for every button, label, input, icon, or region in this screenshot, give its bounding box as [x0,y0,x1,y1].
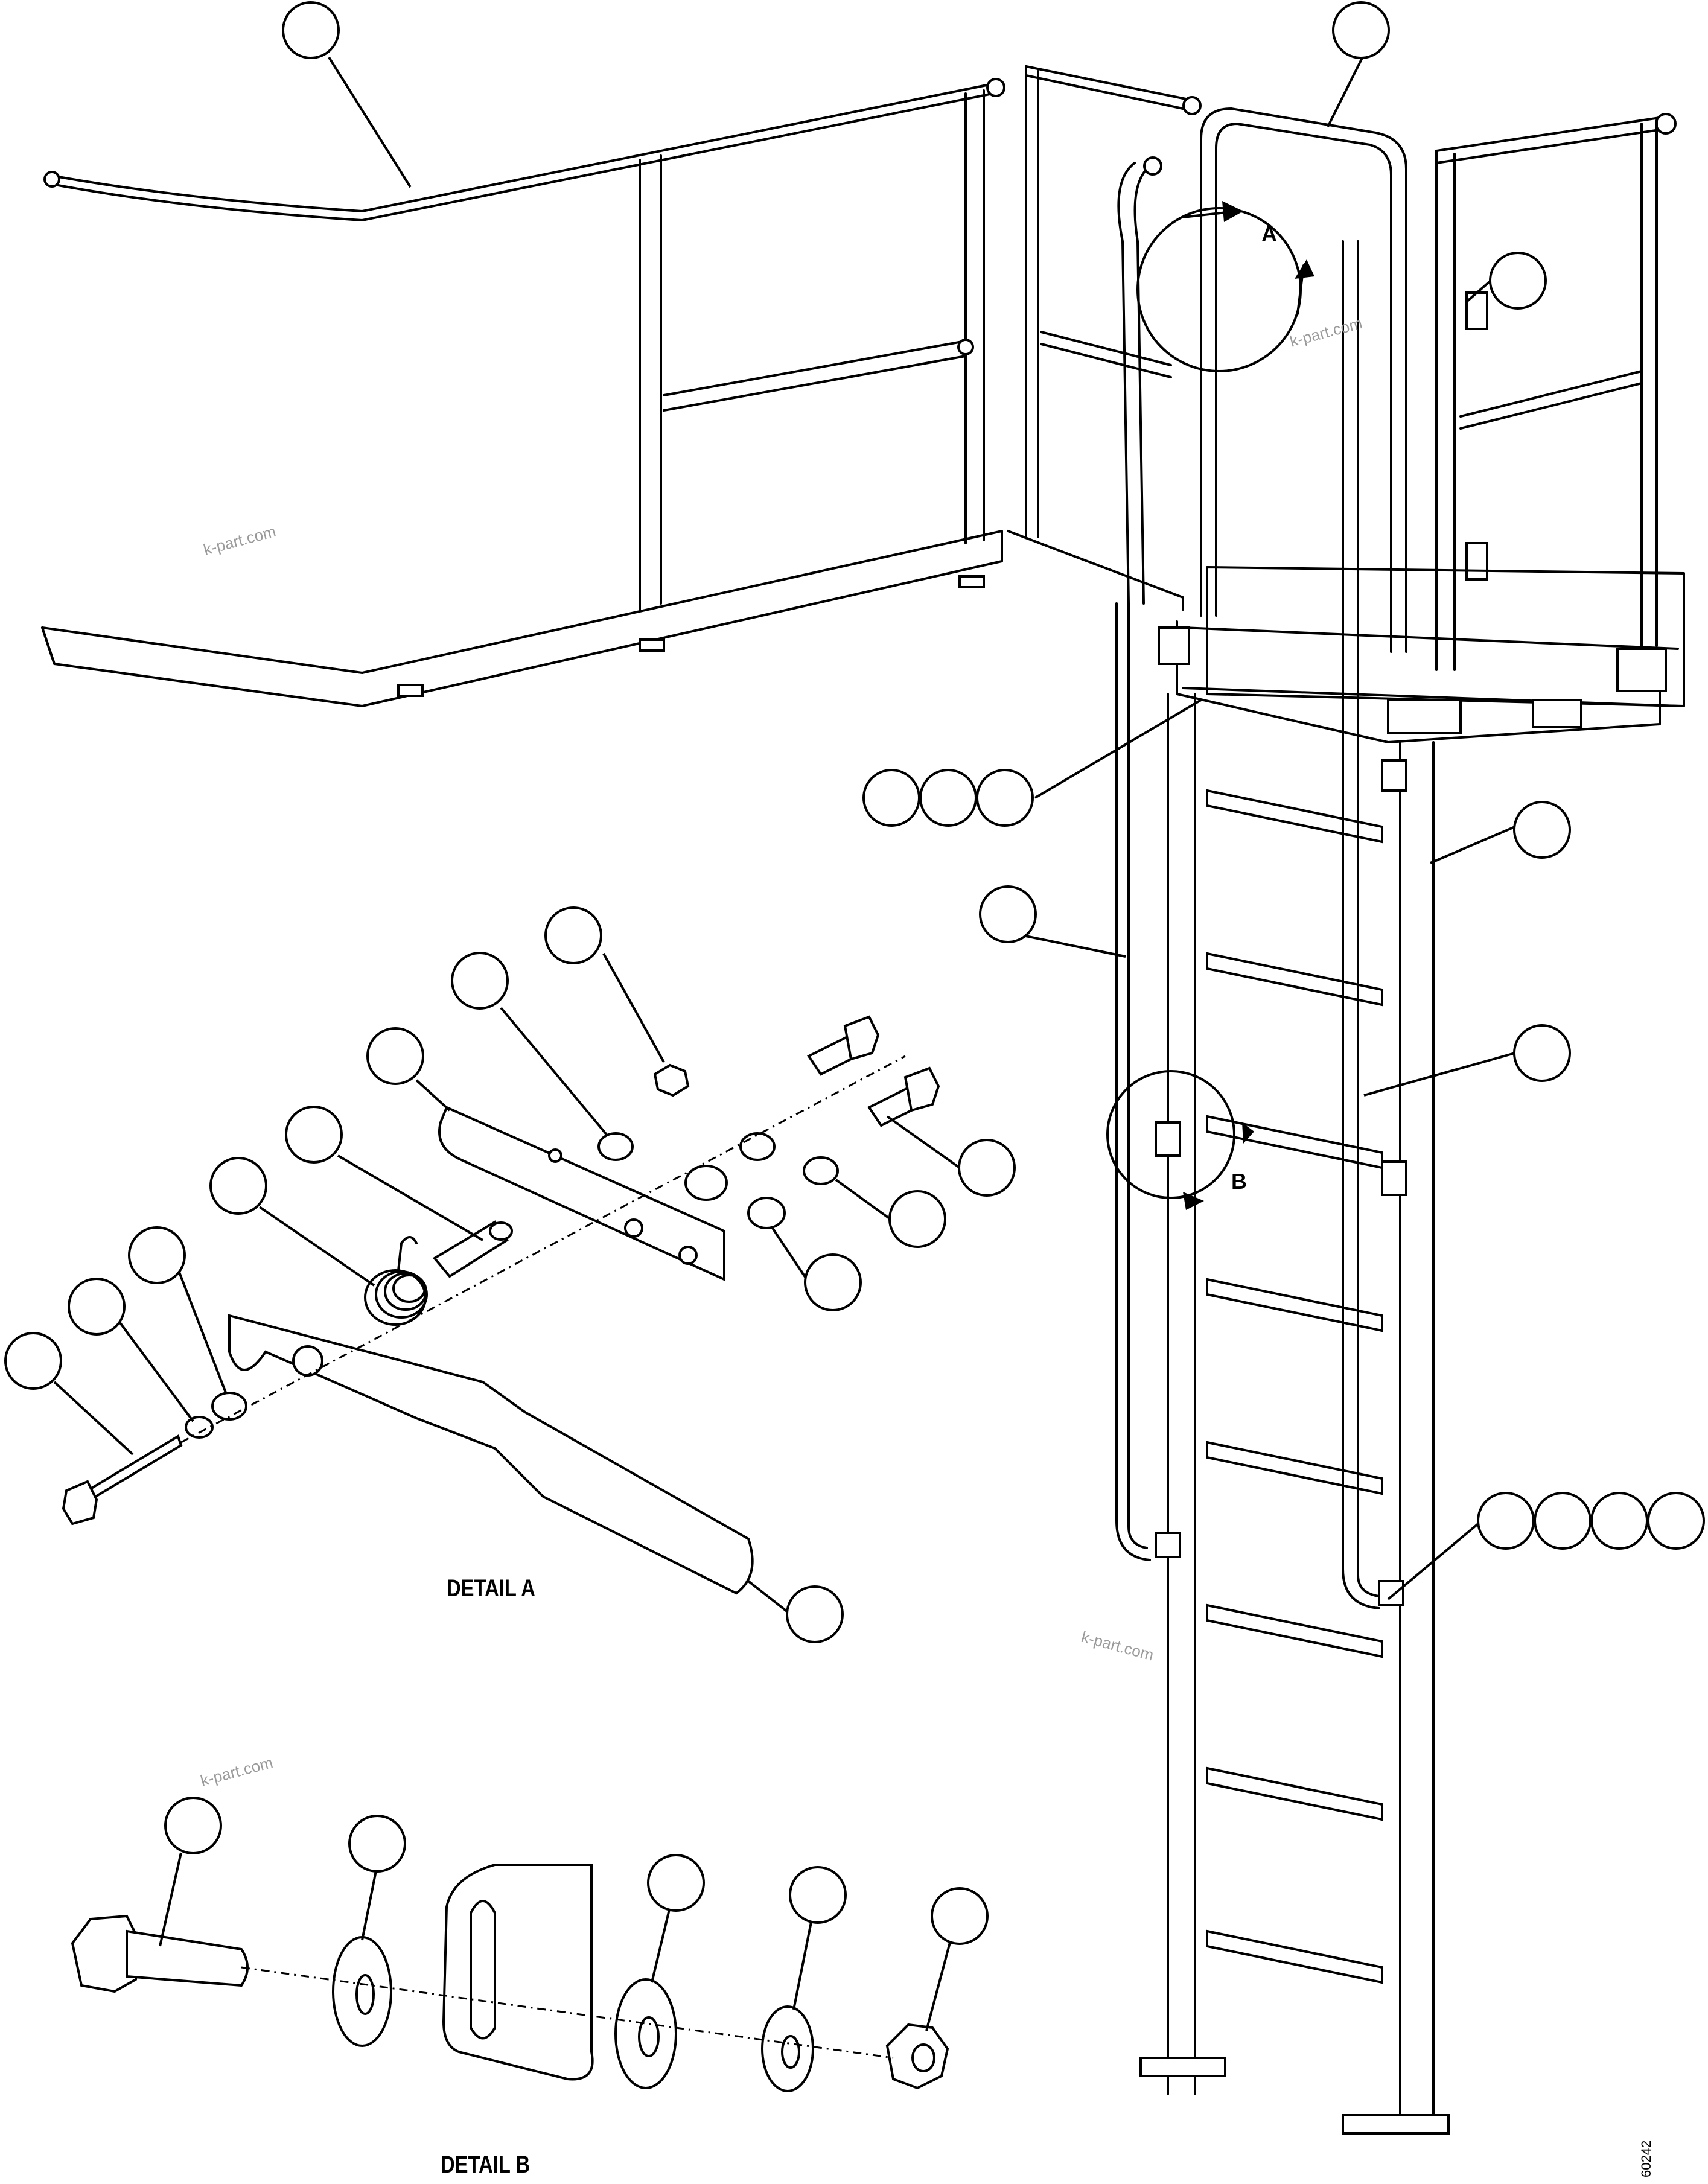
callout-balloon [1332,1,1390,59]
torsion-spring [364,1236,428,1326]
callout-balloon [348,1815,406,1873]
watermark: k-part.com [199,1753,275,1790]
callout-balloon [164,1797,222,1854]
callout-balloon [862,769,920,827]
callout-balloon [1513,801,1571,859]
detail-b-assembly [71,1864,949,2092]
callout-balloon [4,1332,62,1390]
watermark: k-part.com [1079,1628,1155,1664]
callout-balloon [958,1139,1016,1197]
ladder [1106,201,1450,2135]
callout-balloon [1513,1024,1571,1082]
callout-balloon [888,1190,946,1248]
callout-balloon [1647,1492,1705,1550]
callout-balloon [931,1887,989,1945]
callout-balloon [786,1585,844,1643]
ladder-rungs [1206,789,1383,1984]
callout-balloon [128,1226,186,1284]
view-label-a: A [1261,221,1277,246]
callout-balloon [544,906,602,964]
callout-balloon [804,1253,862,1311]
callout-balloon [366,1027,424,1085]
platform-handrail [41,78,1005,707]
callout-balloons [4,1,1705,2031]
view-label-b: B [1231,1169,1247,1194]
callout-balloon [979,885,1037,943]
detail-a-label: DETAIL A [447,1574,535,1602]
side-handrail [1007,65,1202,611]
platform-deck [1176,566,1685,743]
callout-balloon [1590,1492,1648,1550]
callout-balloon [285,1106,343,1164]
callout-balloon [789,1866,847,1924]
callout-balloon [68,1278,126,1336]
callout-balloon [282,1,340,59]
callout-balloon [1534,1492,1592,1550]
callout-balloon [976,769,1034,827]
detail-a-assembly [62,1015,940,1595]
drawing-code: 60242 [1639,2141,1654,2177]
callout-balloon [1477,1492,1535,1550]
ladder-cage [1117,107,1677,671]
callout-balloon [451,952,509,1010]
watermark: k-part.com [1288,314,1364,351]
callout-balloon [209,1157,267,1215]
callout-balloon [647,1854,705,1912]
callout-balloon [919,769,977,827]
detail-b-label: DETAIL B [441,2151,530,2178]
watermark: k-part.com [202,522,278,559]
callout-balloon [1489,252,1547,310]
